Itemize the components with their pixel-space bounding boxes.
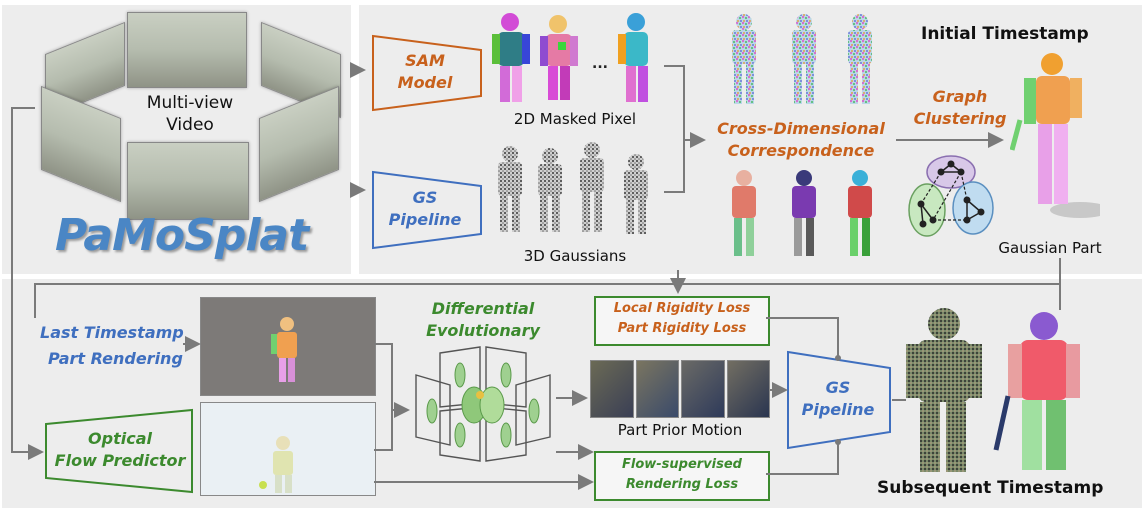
gs-pipeline-top-box [372, 170, 482, 250]
prior-motion-frame-1 [590, 360, 634, 418]
cross-line2: Correspondence [727, 141, 875, 160]
subsequent-part-figure [993, 312, 1080, 470]
diff-line1: Differential [431, 299, 535, 318]
cross-line1: Cross-Dimensional [717, 119, 885, 138]
rigidity-loss-label: Local Rigidity Loss Part Rigidity Loss [594, 299, 770, 339]
gaussian-part-figure [1010, 53, 1100, 218]
masked-pixel-label: 2D Masked Pixel [513, 110, 637, 128]
differential-label: Differential Evolutionary [418, 298, 548, 342]
corr-figure-2 [792, 14, 816, 104]
masked-ellipsis: ... [592, 56, 608, 72]
optical-line1: Optical [88, 429, 152, 448]
corr-figure-4 [732, 170, 756, 256]
render-figure [271, 317, 297, 382]
graph-line2: Clustering [913, 109, 1007, 128]
video-frame-top [127, 12, 247, 88]
gs-pipeline-top-label: GS Pipeline [380, 187, 470, 231]
prior-motion-frame-3 [681, 360, 725, 418]
masked-pixel-figures: ... [492, 13, 648, 102]
corr-figure-3 [848, 14, 872, 104]
multi-view-video-ring: Multi-view Video [35, 10, 341, 220]
optical-flow-render [200, 402, 376, 496]
video-label-line2: Video [166, 115, 214, 135]
masked-figure-2 [540, 15, 578, 100]
prior-motion-frame-4 [726, 360, 770, 418]
corr-figure-5 [792, 170, 816, 256]
gs-top-line2: Pipeline [388, 210, 462, 229]
diff-line2: Evolutionary [426, 321, 540, 340]
gaussian-part-label: Gaussian Part [998, 239, 1102, 257]
gs-bottom-line2: Pipeline [801, 400, 875, 419]
cross-dimensional-label: Cross-Dimensional Correspondence [706, 118, 896, 162]
subsequent-gaussian-figure [906, 308, 982, 472]
loss-line1: Local Rigidity Loss [613, 301, 751, 316]
multi-view-label: Multi-view Video [140, 92, 240, 136]
flow-loss-label: Flow-supervised Rendering Loss [594, 455, 770, 495]
gaussian-figure-4 [624, 154, 648, 234]
sam-label-line2: Model [397, 73, 453, 92]
prior-motion-strip [590, 360, 770, 418]
optical-flow-label: Optical Flow Predictor [50, 428, 190, 472]
sam-model-box [372, 34, 482, 112]
correspondence-figures [732, 14, 872, 256]
gs-pipeline-bottom-box [787, 350, 891, 450]
subsequent-figures [906, 308, 1080, 472]
graph-clustering-icon [908, 155, 994, 237]
graph-line1: Graph [932, 87, 988, 106]
corr-figure-6 [848, 170, 872, 256]
rigidity-loss-box [594, 296, 770, 346]
masked-figure-1 [492, 13, 530, 102]
gs-pipeline-bottom-label: GS Pipeline [790, 377, 886, 421]
video-label-line1: Multi-view [146, 93, 234, 113]
last-timestamp-render [200, 297, 376, 396]
masked-figure-3 [618, 13, 648, 102]
flow-line2: Rendering Loss [625, 477, 739, 492]
flow-loss-box [594, 451, 770, 501]
gaussian-figure-3 [580, 142, 604, 232]
gaussian-figures [498, 142, 648, 234]
optical-line2: Flow Predictor [54, 451, 186, 470]
flow-line1: Flow-supervised [622, 457, 742, 472]
optical-flow-box [45, 408, 193, 494]
gs-top-line1: GS [412, 188, 438, 207]
last-line2: Part Rendering [48, 349, 183, 368]
pamosplat-logo: PaMoSplat [55, 210, 309, 261]
gaussians-label: 3D Gaussians [523, 247, 627, 265]
video-frame-bottom [127, 142, 249, 220]
last-line1: Last Timestamp [40, 323, 184, 342]
initial-timestamp-title: Initial Timestamp [921, 24, 1089, 44]
differential-evolution-icon [415, 346, 551, 462]
sam-model-label: SAM Model [380, 50, 470, 94]
gs-bottom-line1: GS [825, 378, 851, 397]
graph-clustering-label: Graph Clustering [905, 86, 1015, 130]
loss-line2: Part Rigidity Loss [617, 321, 747, 336]
flow-figure [259, 436, 293, 493]
gaussian-figure-2 [538, 148, 562, 232]
prior-motion-frame-2 [635, 360, 679, 418]
corr-figure-1 [732, 14, 756, 104]
last-timestamp-label: Last Timestamp Part Rendering [40, 320, 184, 372]
subsequent-timestamp-title: Subsequent Timestamp [877, 478, 1104, 498]
prior-motion-label: Part Prior Motion [617, 421, 743, 439]
gaussian-figure-1 [498, 146, 522, 232]
sam-label-line1: SAM [405, 51, 445, 70]
